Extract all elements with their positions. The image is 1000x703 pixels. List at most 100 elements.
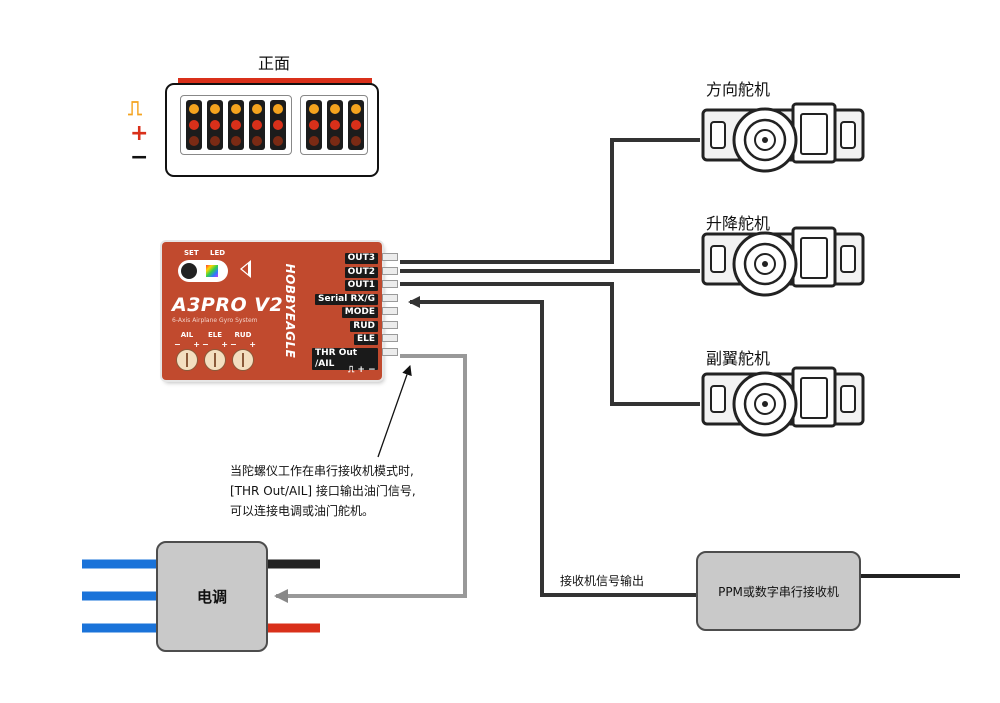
gain-minus-sign: − [230, 340, 237, 349]
pin-dot [273, 136, 283, 146]
port-pin-stub[interactable] [382, 307, 398, 315]
serial-mode-note: 当陀螺仪工作在串行接收机模式时, [THR Out/AIL] 接口输出油门信号,… [230, 461, 416, 521]
elevator-servo-label: 升降舵机 [706, 214, 771, 233]
servo-icon-rudder [701, 102, 865, 173]
front-view-pin-group-right [300, 95, 368, 155]
plus-pin-legend-icon: + [130, 121, 149, 146]
led-indicator [206, 265, 218, 277]
port-label-mode: MODE [341, 307, 378, 318]
gain-knob-label: AIL [180, 331, 194, 339]
pin-dot [231, 104, 241, 114]
port-pin-stub[interactable] [382, 320, 398, 329]
pin-order-legend: ⎍ + − [348, 365, 376, 375]
aileron-servo-label: 副翼舵机 [706, 349, 771, 368]
wire-out1-aileron-servo [400, 282, 700, 406]
gain-adjust-knob[interactable] [204, 349, 226, 371]
port-label-ele: ELE [353, 334, 378, 345]
wire-receiver-serial [408, 296, 696, 597]
left-pin-column [207, 100, 223, 150]
pin-dot [189, 104, 199, 114]
set-button[interactable] [181, 263, 197, 279]
gain-knob-label: ELE [207, 331, 223, 339]
pin-dot [309, 104, 319, 114]
esc-box: 电调 [156, 541, 268, 652]
front-view-pin-group-left [180, 95, 292, 155]
pin-dot [309, 136, 319, 146]
pin-dot [252, 136, 262, 146]
gyro-controller: SET LED A3PRO V2 6-Axis Airplane Gyro Sy… [162, 242, 382, 380]
port-label-rud: RUD [350, 320, 378, 332]
left-pin-column [228, 100, 244, 150]
brand-name: HOBBYEAGLE [283, 263, 297, 359]
receiver-label: PPM或数字串行接收机 [718, 584, 839, 599]
right-pin-column [306, 100, 322, 150]
model-name: A3PRO V2 [172, 294, 284, 316]
port-label-serial-rx-g: Serial RX/G [315, 293, 378, 305]
gain-knob-row: AIL−+ELE−+RUD−+ [174, 331, 274, 375]
left-pin-column [249, 100, 265, 150]
output-pin-stubs [382, 252, 402, 364]
gain-plus-sign: + [249, 340, 256, 349]
pin-dot [210, 136, 220, 146]
model-subtitle: 6-Axis Airplane Gyro System [172, 317, 258, 324]
pin-dot [252, 104, 262, 114]
gain-minus-sign: − [174, 340, 181, 349]
set-label: SET [184, 249, 199, 257]
pin-dot [189, 120, 199, 130]
pin-dot [189, 136, 199, 146]
port-label-out3: OUT3 [344, 253, 378, 264]
port-pin-stub[interactable] [382, 347, 398, 356]
note-line-3: 可以连接电调或油门舵机。 [230, 504, 375, 518]
port-pin-stub[interactable] [382, 266, 398, 275]
port-label-out2: OUT2 [344, 266, 378, 278]
gain-knob-ele: ELE− + [202, 331, 228, 375]
pin-dot [330, 104, 340, 114]
gain-knob-rud: RUD− + [230, 331, 256, 375]
pin-dot [210, 104, 220, 114]
front-view-housing [165, 83, 379, 177]
pin-dot [351, 120, 361, 130]
gain-plus-sign: + [193, 340, 200, 349]
right-pin-column [348, 100, 364, 150]
pin-dot [273, 120, 283, 130]
gain-plus-sign: + [221, 340, 228, 349]
pin-dot [210, 120, 220, 130]
rudder-servo-label: 方向舵机 [706, 80, 771, 99]
gain-minus-sign: − [202, 340, 209, 349]
pin-dot [309, 120, 319, 130]
set-led-panel [178, 260, 228, 282]
gain-knob-label: RUD [234, 331, 252, 339]
pin-dot [231, 120, 241, 130]
gain-knob-ail: AIL− + [174, 331, 200, 375]
callout-arrow [377, 365, 412, 458]
wire-out3-rudder-servo [400, 138, 700, 264]
minus-pin-legend-icon: − [130, 145, 149, 170]
servo-icon-aileron [701, 366, 865, 437]
pin-dot [273, 104, 283, 114]
signal-pin-legend-icon: ⎍ [128, 96, 142, 120]
right-pin-column [327, 100, 343, 150]
pin-dot [330, 136, 340, 146]
port-pin-stub[interactable] [382, 293, 398, 302]
front-view-title: 正面 [258, 54, 291, 73]
led-label: LED [210, 249, 226, 257]
left-pin-column [270, 100, 286, 150]
esc-label: 电调 [196, 588, 227, 606]
servo-icon-elevator [701, 226, 865, 297]
pin-dot [252, 120, 262, 130]
pin-dot [231, 136, 241, 146]
port-label-thr-out-ail: THR Out /AIL [312, 347, 378, 370]
left-pin-column [186, 100, 202, 150]
port-label-out1: OUT1 [344, 280, 378, 291]
gain-adjust-knob[interactable] [176, 349, 198, 371]
port-pin-stub[interactable] [382, 253, 398, 261]
gain-adjust-knob[interactable] [232, 349, 254, 371]
pin-dot [351, 104, 361, 114]
wire-thr-out-esc [274, 354, 467, 603]
port-pin-stub[interactable] [382, 334, 398, 342]
pin-dot [351, 136, 361, 146]
note-line-2: [THR Out/AIL] 接口输出油门信号, [230, 484, 416, 498]
port-pin-stub[interactable] [382, 280, 398, 288]
